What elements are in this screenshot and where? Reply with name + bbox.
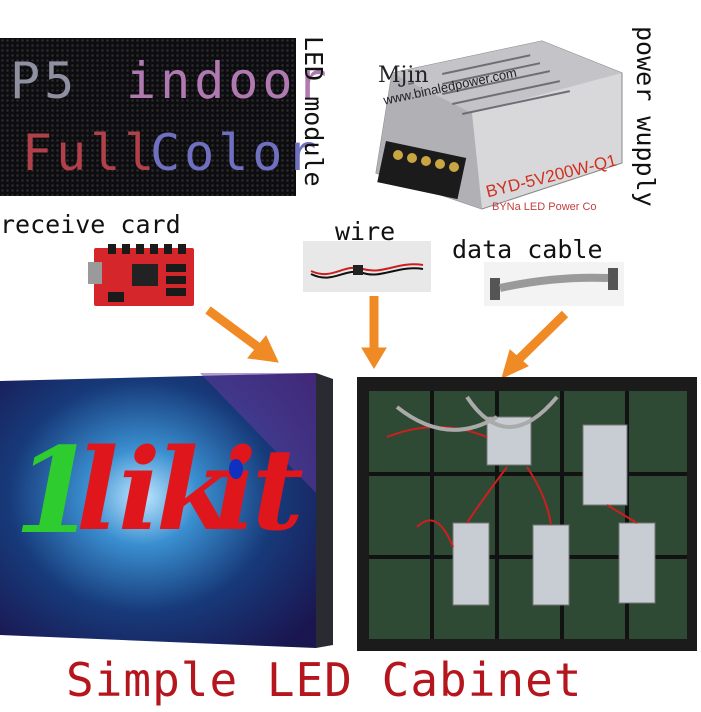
wire-image (303, 241, 431, 292)
logo-char-1: 1 (14, 421, 97, 560)
logo-blue-dot (229, 459, 243, 479)
led-module-image: P5 indoor Full Color (0, 38, 327, 196)
led-text-indoor: indoor (126, 52, 331, 110)
receive-card-label: receive card (0, 210, 181, 239)
led-text-p5: P5 (10, 52, 79, 110)
logo-char-t: t (252, 425, 304, 556)
led-text-color: Color (150, 124, 321, 182)
arrow-data-cable (501, 310, 569, 379)
logo-char-i2: i (214, 425, 257, 556)
psu-brand: Mjin (378, 63, 429, 88)
led-display-image: 1 l i k i t (0, 373, 333, 648)
led-cabinet-image (357, 377, 697, 651)
arrow-receive-card (205, 306, 279, 363)
logo-char-l: l (76, 425, 119, 556)
data-cable-label: data cable (452, 235, 603, 264)
data-cable-image (484, 262, 624, 306)
psu-maker: BYNa LED Power Co (492, 201, 597, 213)
led-text-full: Full (22, 124, 159, 182)
receive-card-image (88, 240, 200, 312)
page-title: Simple LED Cabinet (66, 653, 583, 707)
logo-char-i1: i (118, 425, 161, 556)
logo-char-k: k (156, 425, 234, 556)
power-supply-image: Mjin www.binaledpower.com BYD-5V200W-Q1 … (372, 33, 624, 213)
arrow-wire (361, 296, 387, 369)
